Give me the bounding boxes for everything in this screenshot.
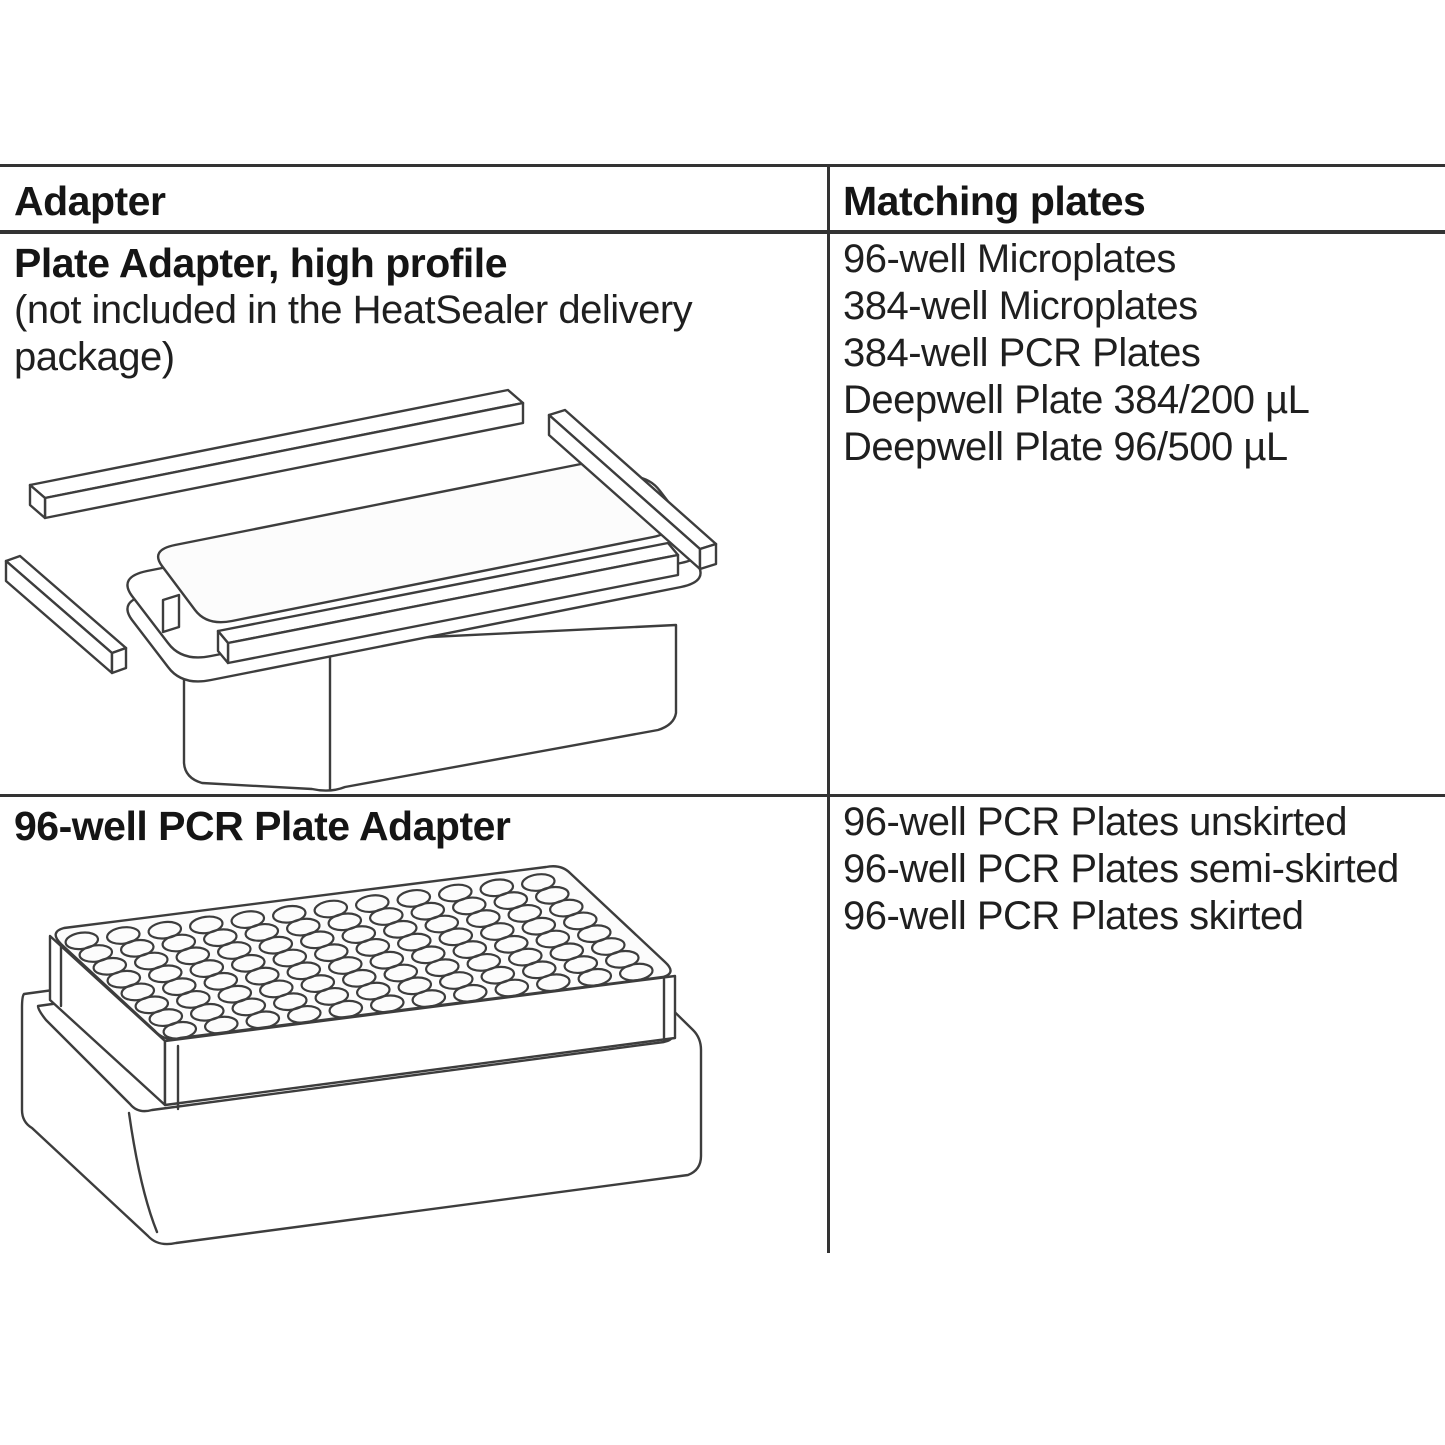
row2-adapter-title: 96-well PCR Plate Adapter [14,803,511,849]
row1-adapter-title: Plate Adapter, high profile [14,240,508,286]
matching-plate-item: 384-well Microplates [843,284,1198,328]
row2-adapter-cell: 96-well PCR Plate Adapter [0,797,827,1253]
column-header-matching-plates: Matching plates [843,178,1146,224]
matching-plate-item: Deepwell Plate 384/200 µL [843,378,1310,422]
matching-plate-item: 384-well PCR Plates [843,331,1201,375]
row1-adapter-note-line2: package) [14,335,175,379]
matching-plate-item: 96-well PCR Plates skirted [843,894,1304,938]
row1-adapter-cell: Plate Adapter, high profile (not include… [0,234,827,797]
row1-matching-plates-cell: 96-well Microplates 384-well Microplates… [827,234,1445,797]
adapter-plates-table: Adapter Matching plates Plate Adapter, h… [0,164,1445,1253]
row1-adapter-note-line1: (not included in the HeatSealer delivery [14,288,693,332]
matching-plate-item: 96-well PCR Plates semi-skirted [843,847,1399,891]
plate-adapter-high-profile-illustration [4,388,718,792]
header-cell-matching-plates: Matching plates [827,167,1445,234]
pcr-plate-adapter-illustration [20,865,703,1246]
matching-plate-item: 96-well PCR Plates unskirted [843,800,1348,844]
well-grid [64,873,654,1040]
row2-matching-plates-cell: 96-well PCR Plates unskirted 96-well PCR… [827,797,1445,1253]
matching-plate-item: 96-well Microplates [843,237,1176,281]
matching-plate-item: Deepwell Plate 96/500 µL [843,425,1288,469]
column-header-adapter: Adapter [14,178,166,224]
header-cell-adapter: Adapter [0,167,827,234]
